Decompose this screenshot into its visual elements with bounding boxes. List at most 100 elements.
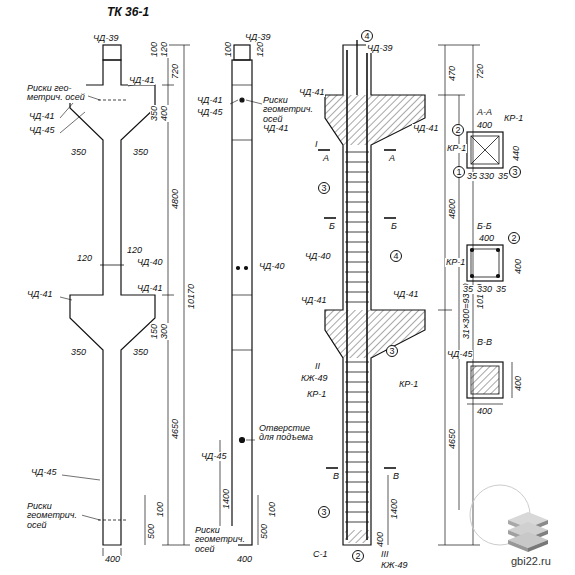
part-label: ЧД-40 [136, 258, 163, 267]
dimension-text: 440 [512, 145, 521, 162]
part-label: В-В [476, 338, 493, 347]
stirrup [345, 372, 369, 373]
dimension-text: 350 [150, 105, 159, 122]
part-label: Б [328, 222, 336, 231]
stirrup [345, 202, 369, 203]
part-label: ЧД-45 [196, 108, 223, 117]
dimension-text: 100 [156, 501, 165, 518]
dimension-text: 400 [514, 258, 523, 275]
dimension-text: 300 [160, 323, 169, 340]
dimension-text: 100 [268, 501, 277, 518]
stirrup [345, 382, 369, 383]
dimension-text: 470 [448, 65, 457, 82]
dimension-text: 400 [376, 531, 385, 548]
part-label: КР-1 [398, 380, 419, 389]
stirrup [345, 162, 369, 163]
part-label: I [314, 140, 319, 149]
dimension-text: 400 [160, 105, 169, 122]
part-label: ЧД-41 [136, 284, 163, 293]
part-label: ЧД-39 [366, 44, 393, 53]
callout-number: 3 [509, 166, 521, 178]
part-label: 350 [70, 348, 87, 357]
stirrup [345, 232, 369, 233]
stirrup [345, 422, 369, 423]
dimension-text: 1400 [222, 488, 231, 510]
part-label: ЧД-41 [26, 290, 53, 299]
part-label: ЧД-39 [92, 34, 119, 43]
part-label: ЧД-41 [262, 124, 289, 133]
stirrup [345, 292, 369, 293]
dimension-text: 120 [160, 41, 169, 58]
part-label: КЖ-49 [300, 374, 329, 383]
stirrup [345, 192, 369, 193]
part-label: 350 [70, 148, 87, 157]
part-label: С-1 [312, 550, 329, 559]
part-label: ЧД-41 [298, 88, 325, 97]
part-label: ЧД-41 [196, 96, 223, 105]
part-label: ЧД-45 [28, 126, 55, 135]
stirrup [345, 262, 369, 263]
stirrup [345, 182, 369, 183]
part-label: ЧД-40 [258, 262, 285, 271]
dimension-text: 500 [260, 523, 269, 540]
dimension-text: 4650 [171, 418, 180, 440]
part-label: Риски геометрич. осей [26, 502, 82, 530]
part-label: В [392, 472, 400, 481]
stirrup [345, 482, 369, 483]
part-label: 400 [478, 234, 495, 243]
part-label: 120 [76, 254, 93, 263]
part-label: 400 [236, 555, 253, 564]
part-label: 400 [476, 121, 493, 130]
callout-number: 3 [318, 506, 330, 518]
part-label: 350 [132, 348, 149, 357]
part-label: КР-1 [446, 144, 467, 153]
part-label: 330 [476, 285, 493, 294]
part-label: Риски геометрич. осей [262, 96, 319, 124]
part-label: 35 [497, 172, 509, 181]
dimension-text: 4800 [448, 198, 457, 220]
stirrup [345, 302, 369, 303]
dimension-text: 4800 [171, 188, 180, 210]
stirrup [345, 492, 369, 493]
callout-number: 2 [508, 232, 520, 244]
part-label: ЧД-41 [392, 290, 419, 299]
dimension-text: 720 [171, 63, 180, 80]
part-label: 120 [126, 246, 143, 255]
dimension-text: 720 [476, 63, 485, 80]
part-label: 350 [132, 148, 149, 157]
part-label: 330 [478, 172, 495, 181]
part-label: 35 [495, 285, 507, 294]
watermark: gbi22.ru [510, 556, 552, 568]
callout-number: 4 [361, 30, 373, 42]
stirrup [345, 362, 369, 363]
callout-number: 4 [390, 250, 402, 262]
part-label: II [314, 362, 321, 371]
part-label: ЧД-41 [128, 76, 155, 85]
stirrup [345, 502, 369, 503]
stirrup [345, 242, 369, 243]
part-label: III [380, 550, 390, 559]
part-label: Б [390, 222, 398, 231]
part-label: КР-1 [306, 390, 327, 399]
dimension-text: 120 [256, 41, 265, 58]
dimension-text: 100 [224, 41, 233, 58]
part-label: ЧД-40 [304, 252, 331, 261]
stirrup [345, 522, 369, 523]
part-label: Б-Б [476, 222, 493, 231]
stirrup [345, 512, 369, 513]
part-label: 35 [462, 285, 474, 294]
stirrup [345, 222, 369, 223]
stirrup [345, 252, 369, 253]
part-label: ЧД-41 [412, 124, 439, 133]
part-label: ЧД-41 [28, 112, 55, 121]
part-label: КР-1 [445, 258, 466, 267]
stirrup [345, 452, 369, 453]
callout-number: 2 [352, 550, 364, 562]
dimension-text: 400 [514, 375, 523, 392]
dimension-text: 4650 [448, 428, 457, 450]
stirrup [345, 412, 369, 413]
part-label: ЧД-41 [300, 296, 327, 305]
part-label: А [388, 154, 396, 163]
stirrup [345, 462, 369, 463]
